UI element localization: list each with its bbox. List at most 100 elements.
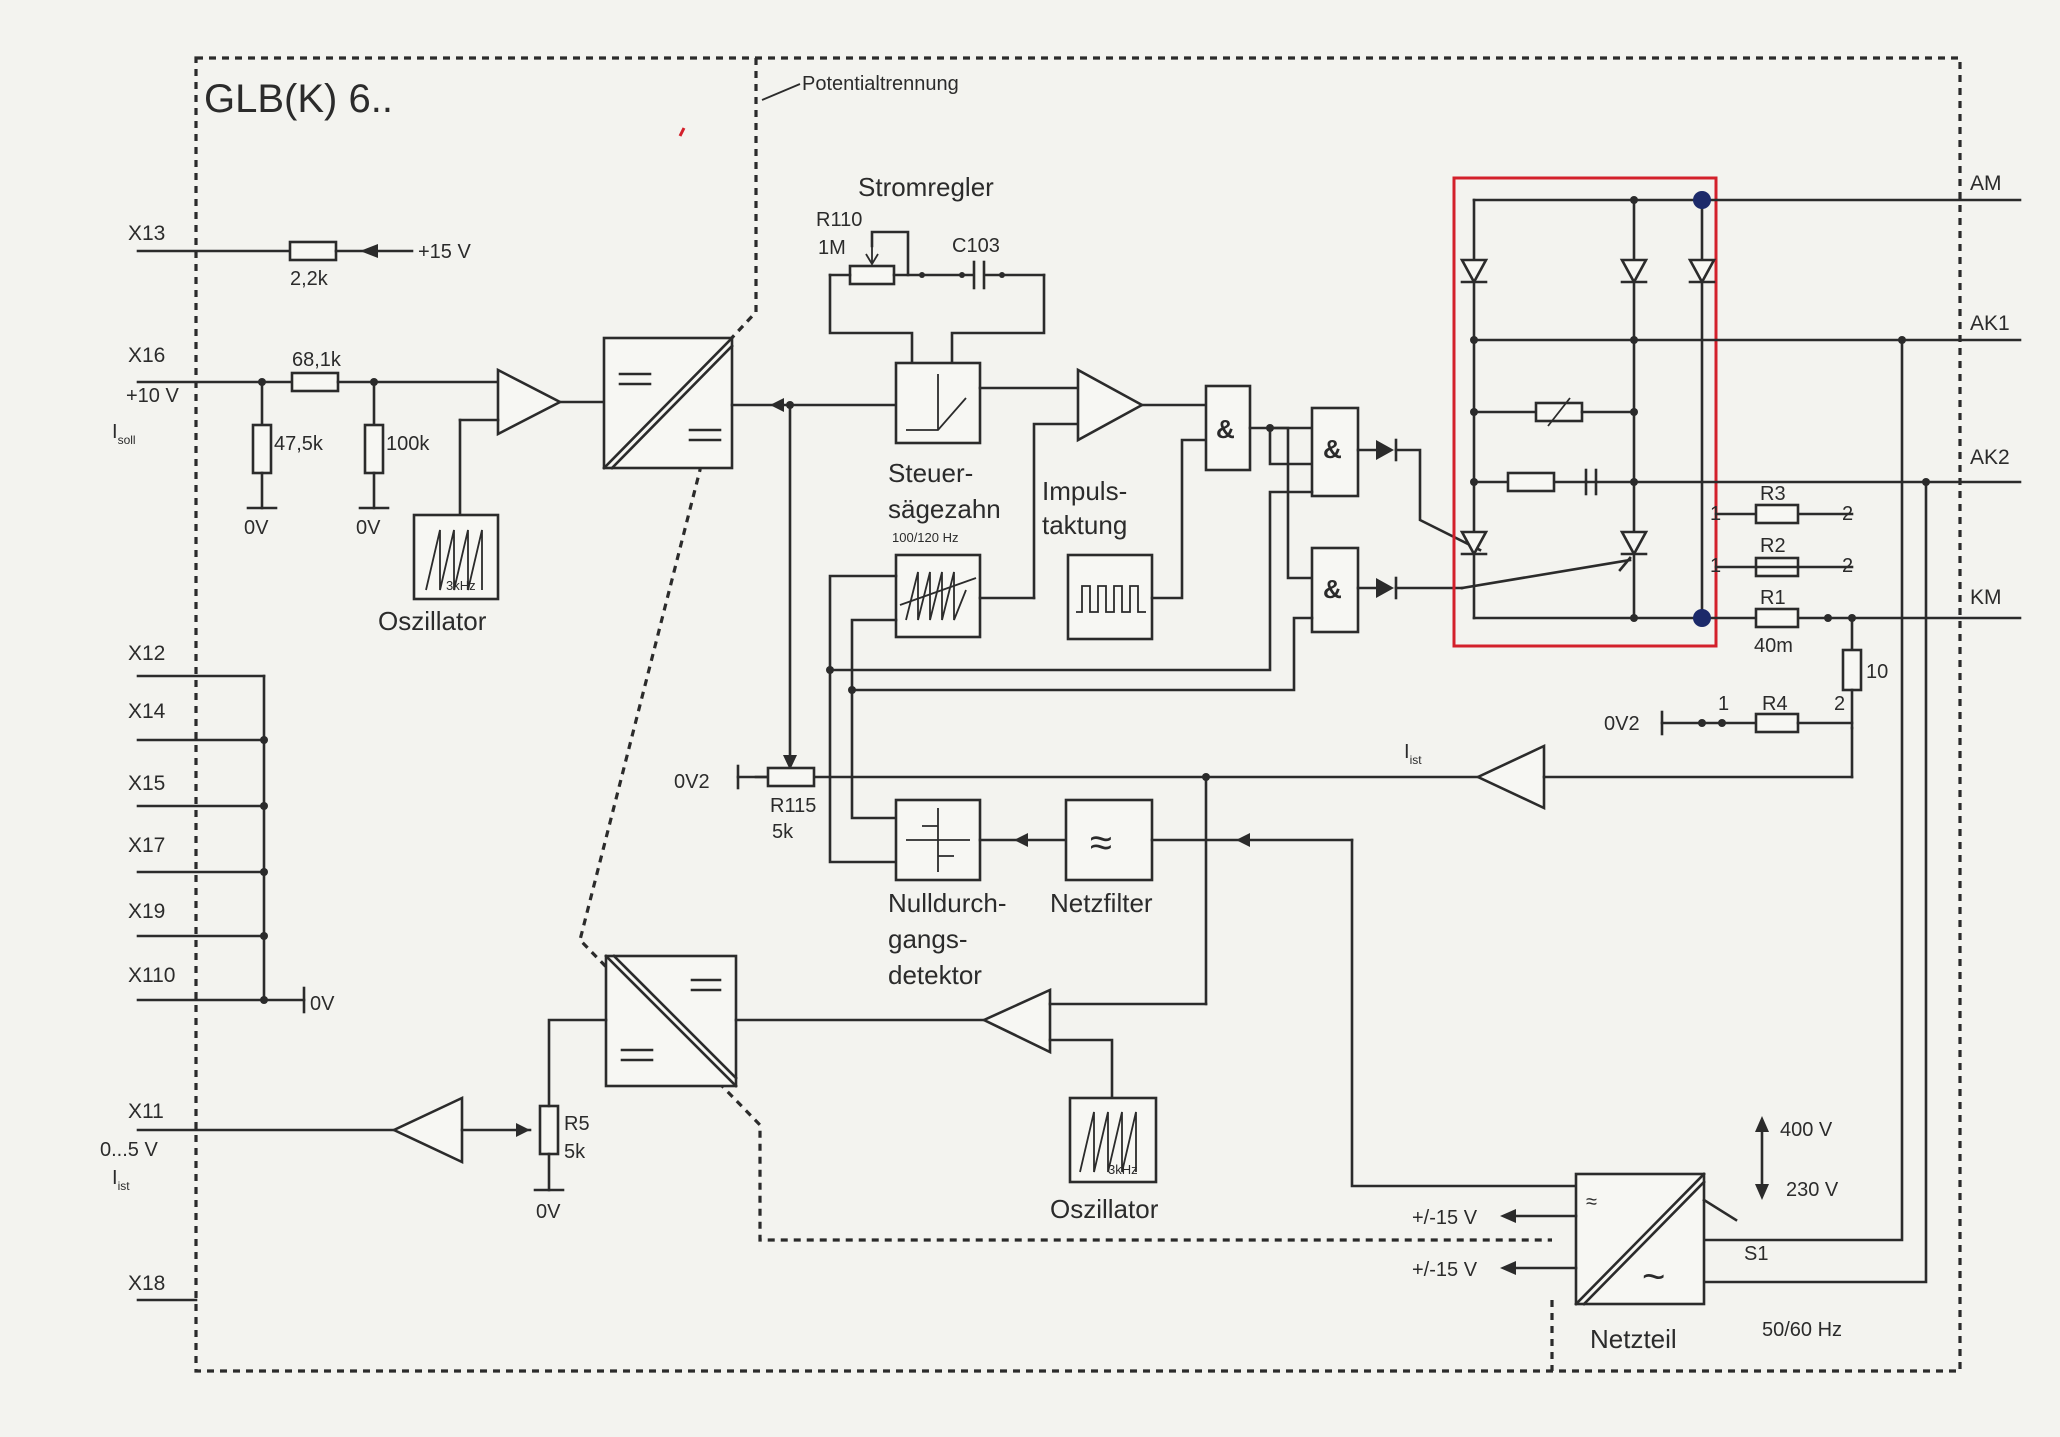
terminal-x15: X15 [128, 772, 165, 795]
label-s1: S1 [1744, 1243, 1768, 1265]
resistor-r4 [1754, 712, 1800, 734]
isolation-boundary [578, 58, 1552, 1242]
ground-0v-a: 0V [244, 517, 269, 539]
diode-d3 [1687, 258, 1717, 285]
diode-d2 [1619, 258, 1649, 285]
potentiometer-r5 [538, 1104, 560, 1156]
terminal-x11: X11 [128, 1100, 164, 1123]
label-iist-input: Iist [112, 1167, 130, 1193]
diode-d1 [1459, 258, 1489, 285]
terminal-x12: X12 [128, 642, 165, 665]
thyristor-t1 [1459, 530, 1489, 557]
label-saegezahn-freq: 100/120 Hz [892, 530, 959, 545]
label-r2: R2 [1760, 535, 1786, 557]
label-nulldurch: Nulldurch- [888, 888, 1007, 918]
resistor-47-5k [251, 423, 273, 475]
value-r110: 1M [818, 237, 846, 259]
module-title: GLB(K) 6.. [204, 77, 393, 121]
label-230v: 230 V [1786, 1179, 1839, 1201]
osc-top-freq: 3kHz [446, 578, 476, 593]
module-boundary [194, 56, 1962, 1373]
label-detektor: detektor [888, 960, 982, 990]
ground-0v-b: 0V [356, 517, 381, 539]
r3-pin1: 1 [1710, 503, 1721, 525]
comparator-amplifier [1076, 367, 1145, 443]
terminal-ak2: AK2 [1970, 446, 2010, 469]
label-r110: R110 [816, 209, 862, 231]
label-impuls: Impuls- [1042, 476, 1127, 506]
terminal-x19: X19 [128, 900, 165, 923]
pulse-generator-block [1066, 553, 1154, 641]
label-r4: R4 [1762, 693, 1788, 715]
label-gangs: gangs- [888, 924, 968, 954]
label-saegezahn: sägezahn [888, 494, 1001, 524]
output-amplifier [980, 987, 1052, 1055]
potential-leader [761, 83, 801, 101]
label-ist: Iist [1404, 741, 1422, 767]
snubber-resistor [1506, 471, 1556, 493]
ground-0v2-b: 0V2 [1604, 713, 1640, 735]
x11-amplifier [390, 1095, 464, 1165]
resistor-10 [1841, 648, 1863, 692]
actual-current-amplifier [1474, 743, 1546, 811]
r4-pin2: 2 [1834, 693, 1845, 715]
terminal-ak1: AK1 [1970, 312, 2010, 335]
diode-gate-3 [1376, 578, 1394, 598]
thyristor-bridge-highlight [1452, 176, 1718, 648]
scan-mark [678, 127, 686, 137]
terminal-x13: X13 [128, 222, 165, 245]
terminal-am: AM [1970, 172, 2002, 195]
value-2-2k: 2,2k [290, 268, 329, 290]
resistor-r3 [1754, 503, 1800, 525]
potentiometer-r115 [766, 766, 816, 788]
netzteil-ac-glyph: ~ [1642, 1255, 1665, 1299]
and-gate-2 [1310, 406, 1360, 498]
resistor-2-2k [288, 240, 338, 262]
value-100k: 100k [386, 433, 430, 455]
thyristor-t2 [1619, 530, 1649, 557]
label-netzteil: Netzteil [1590, 1324, 1677, 1354]
ground-0v-c: 0V [536, 1201, 561, 1223]
input-amplifier [496, 367, 563, 437]
and-gate-3-symbol: & [1323, 574, 1342, 604]
resistor-100k [363, 423, 385, 475]
label-oszillator-top: Oszillator [378, 606, 487, 636]
netzteil-dc-glyph: ≈ [1586, 1191, 1597, 1213]
value-47-5k: 47,5k [274, 433, 324, 455]
label-r5: R5 [564, 1113, 590, 1135]
oscillator-bottom [1068, 1096, 1158, 1184]
input-range: 0...5 V [100, 1139, 158, 1161]
ground-0v-d: 0V [310, 993, 335, 1015]
and-gate-2-symbol: & [1323, 434, 1342, 464]
label-steuer: Steuer- [888, 458, 973, 488]
value-r5: 5k [564, 1141, 586, 1163]
label-stromregler: Stromregler [858, 172, 994, 202]
ground-0v2-a: 0V2 [674, 771, 710, 793]
resistor-68k [290, 371, 340, 393]
terminal-x14: X14 [128, 700, 166, 723]
label-potentialtrennung: Potentialtrennung [802, 73, 959, 95]
label-r1: R1 [1760, 587, 1786, 609]
label-400v: 400 V [1780, 1119, 1833, 1141]
label-isoll: Isoll [112, 421, 136, 447]
line-filter [1064, 798, 1154, 882]
terminal-km: KM [1970, 586, 2002, 609]
label-r115: R115 [770, 795, 816, 817]
r4-pin1: 1 [1718, 693, 1729, 715]
terminal-x17: X17 [128, 834, 165, 857]
supply-pm15-1: +/-15 V [1412, 1207, 1478, 1229]
label-r3: R3 [1760, 483, 1786, 505]
diode-gate-2 [1376, 440, 1394, 460]
value-68k: 68,1k [292, 349, 342, 371]
value-r115: 5k [772, 821, 794, 843]
potentiometer-r110 [848, 264, 896, 286]
and-gate-3 [1310, 546, 1360, 634]
netzfilter-glyph: ≈ [1090, 821, 1112, 865]
label-oszillator-bottom: Oszillator [1050, 1194, 1159, 1224]
value-10: 10 [1866, 661, 1888, 683]
supply-plus15: +15 V [418, 241, 471, 263]
terminal-x18: X18 [128, 1272, 165, 1295]
supply-pm15-2: +/-15 V [1412, 1259, 1478, 1281]
osc-bottom-freq: 3kHz [1108, 1162, 1138, 1177]
